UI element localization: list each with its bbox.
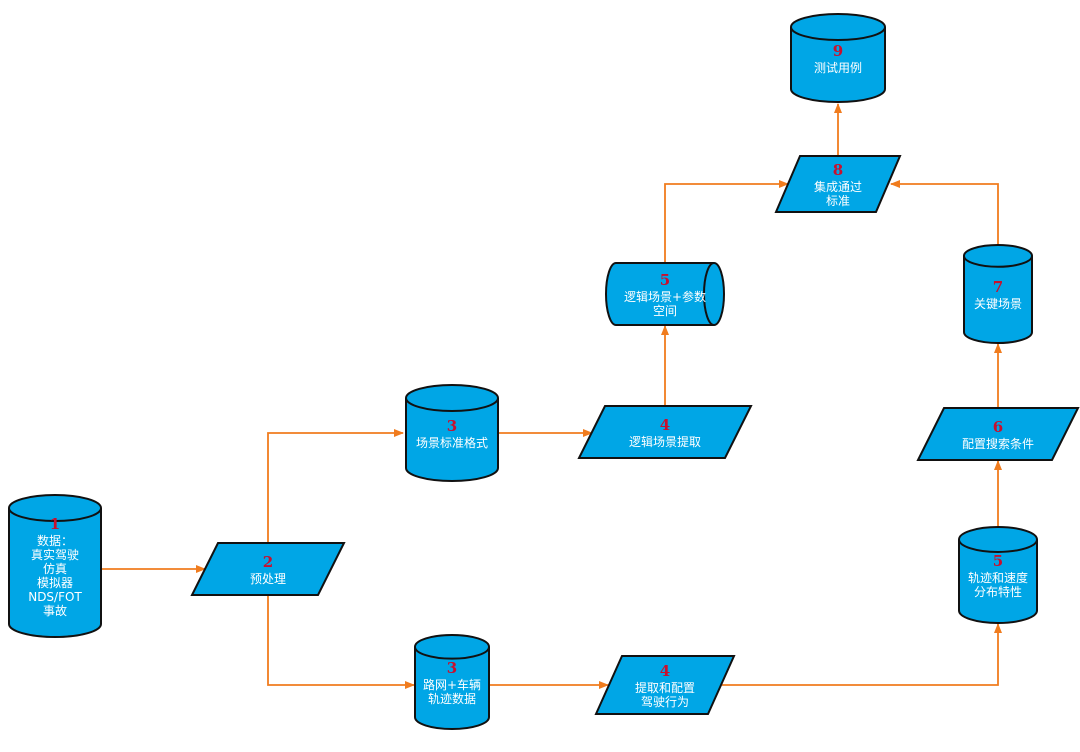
- cylinder-shape: [414, 634, 490, 730]
- edges-layer: [101, 103, 1002, 689]
- cylinder-rim: [703, 262, 715, 326]
- cylinder-rim: [963, 255, 1033, 268]
- edge-preprocess-to-road_traj_data: [267, 595, 415, 689]
- step-label: 逻辑场景+参数: [624, 289, 706, 304]
- parallelogram-shape: [916, 407, 1080, 461]
- step-label: 事故: [43, 603, 67, 618]
- step-label: 空间: [653, 304, 677, 318]
- parallelogram-shape: [190, 542, 346, 596]
- step-number: 8: [833, 161, 843, 179]
- step-number: 9: [833, 42, 843, 60]
- cylinder-shape: [790, 13, 886, 103]
- step-label: 关键场景: [974, 297, 1022, 311]
- step-label: 集成通过: [814, 179, 862, 194]
- edge-extract_config-to-traj_speed_dist: [722, 623, 1002, 686]
- step-label: 路网+车辆: [423, 677, 481, 692]
- cylinder-rim: [790, 26, 886, 41]
- step-number: 5: [993, 552, 1003, 570]
- step-label: 模拟器: [37, 576, 73, 590]
- step-label: 分布特性: [974, 584, 1022, 599]
- cylinder-rim: [414, 646, 490, 660]
- step-number: 4: [660, 416, 670, 434]
- parallelogram-shape: [577, 405, 753, 459]
- step-label: 轨迹数据: [428, 691, 476, 706]
- step-number: 5: [660, 271, 670, 289]
- step-label: 逻辑场景提取: [629, 434, 701, 449]
- step-number: 3: [447, 417, 457, 435]
- nodes-layer: 1数据：真实驾驶仿真模拟器NDS/FOT事故2预处理3场景标准格式3路网+车辆轨…: [8, 13, 1080, 730]
- cylinder-shape: [8, 494, 102, 638]
- step-label: 驾驶行为: [641, 694, 689, 709]
- step-label: 提取和配置: [635, 680, 695, 695]
- parallelogram-shape: [774, 155, 902, 213]
- edge-key_scenario-to-integration: [890, 180, 999, 245]
- cylinder-shape: [963, 244, 1033, 344]
- cylinder-rim: [8, 507, 102, 522]
- step-label: 配置搜索条件: [962, 436, 1034, 451]
- edge-logic_param_space-to-integration: [664, 180, 789, 263]
- step-label: 测试用例: [814, 60, 862, 75]
- step-number: 3: [447, 659, 457, 677]
- cylinder-rim: [405, 397, 499, 412]
- edge-preprocess-to-scenario_format: [267, 429, 404, 543]
- step-number: 2: [263, 553, 273, 571]
- step-number: 4: [660, 662, 670, 680]
- cylinder-rim: [958, 539, 1038, 553]
- step-label: 预处理: [250, 572, 286, 586]
- step-label: 数据：: [37, 533, 73, 548]
- step-label: NDS/FOT: [28, 590, 82, 604]
- step-label: 标准: [826, 194, 850, 208]
- parallelogram-shape: [594, 655, 736, 715]
- step-number: 1: [50, 515, 60, 533]
- step-label: 场景标准格式: [416, 435, 488, 450]
- step-number: 7: [993, 278, 1003, 296]
- step-label: 真实驾驶: [31, 547, 79, 562]
- step-label: 仿真: [43, 562, 67, 576]
- step-number: 6: [993, 418, 1003, 436]
- step-label: 轨迹和速度: [968, 570, 1028, 585]
